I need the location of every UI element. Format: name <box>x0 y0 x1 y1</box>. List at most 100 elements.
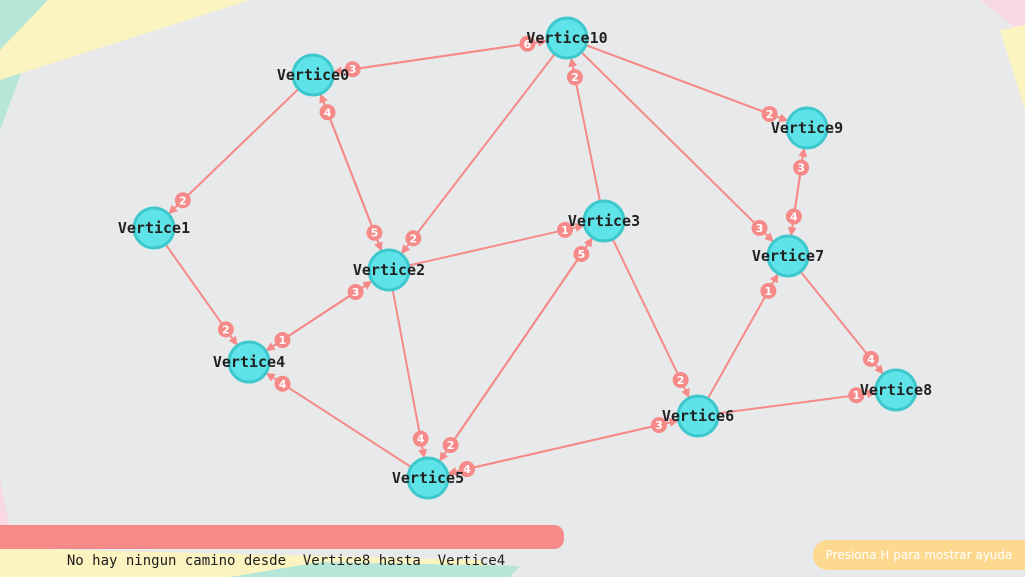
edge-v2-v0 <box>319 93 383 252</box>
edge-weight-badge: 4 <box>319 104 336 121</box>
weight-badge-circle <box>217 321 234 338</box>
edge-weight-badge: 3 <box>347 283 364 300</box>
vertex-label: Vertice7 <box>752 247 824 265</box>
vertex-label: Vertice9 <box>771 119 843 137</box>
weight-badge-circle <box>274 332 291 349</box>
help-hint: Presiona H para mostrar ayuda <box>813 540 1025 570</box>
weight-badge-circle <box>573 246 590 263</box>
vertex-v1[interactable]: Vertice1 <box>118 206 190 250</box>
vertex-v5[interactable]: Vertice5 <box>392 456 464 500</box>
edge-v10-v7 <box>580 51 775 243</box>
weight-badge-circle <box>344 61 361 78</box>
weight-badge-circle <box>319 104 336 121</box>
edge-weight-label: 3 <box>756 222 764 235</box>
edge-weight-label: 1 <box>279 334 287 347</box>
edge-weight-badge: 5 <box>366 224 383 241</box>
edge-weight-badge: 5 <box>573 246 590 263</box>
edge-weight-badge: 2 <box>672 371 689 388</box>
edge-weight-badge: 2 <box>761 105 778 122</box>
weight-badge-circle <box>519 35 536 52</box>
weight-badge-circle <box>862 350 879 367</box>
vertex-v6[interactable]: Vertice6 <box>662 394 734 438</box>
edge-v10-v2 <box>400 53 556 255</box>
weight-badge-circle <box>458 461 475 478</box>
edge-weight-label: 4 <box>324 106 332 119</box>
vertex-v4[interactable]: Vertice4 <box>213 340 285 384</box>
vertex-label: Vertice1 <box>118 219 190 237</box>
vertex-circle[interactable] <box>132 206 176 250</box>
edge-weight-label: 5 <box>371 227 379 240</box>
edge-weight-badge: 3 <box>793 159 810 176</box>
vertex-circle[interactable] <box>291 53 335 97</box>
edge-weight-label: 4 <box>417 433 425 446</box>
edge-weight-label: 3 <box>352 286 360 299</box>
edge-v10-v0 <box>332 39 548 76</box>
edge-weight-label: 5 <box>578 248 586 261</box>
vertex-v7[interactable]: Vertice7 <box>752 234 824 278</box>
weight-badge-circle <box>761 105 778 122</box>
edge-v3-v5 <box>438 236 594 463</box>
weight-badge-circle <box>785 208 802 225</box>
weight-badge-circle <box>557 221 574 238</box>
edge-weight-badge: 3 <box>751 219 768 236</box>
edge-v5-v4 <box>265 372 412 468</box>
weight-badge-circle <box>751 219 768 236</box>
vertex-circle[interactable] <box>766 234 810 278</box>
edge-weight-badge: 4 <box>458 461 475 478</box>
edge-weight-label: 2 <box>447 439 455 452</box>
vertex-label: Vertice8 <box>860 381 932 399</box>
vertex-v3[interactable]: Vertice3 <box>568 199 640 243</box>
weight-badge-circle <box>442 436 459 453</box>
vertex-circle[interactable] <box>367 248 411 292</box>
edge-v10-v9 <box>585 44 789 123</box>
edge-weight-label: 3 <box>655 419 663 432</box>
edge-weight-label: 2 <box>677 374 685 387</box>
edge-weight-label: 1 <box>561 224 569 237</box>
vertex-label: Vertice4 <box>213 353 285 371</box>
weight-badge-circle <box>347 283 364 300</box>
help-hint-text: Presiona H para mostrar ayuda <box>825 548 1013 562</box>
edge-weight-badge: 4 <box>862 350 879 367</box>
edge-weight-label: 2 <box>222 323 230 336</box>
vertex-v0[interactable]: Vertice0 <box>277 53 349 97</box>
status-bar: No hay ningun camino desde Vertice8 hast… <box>0 525 564 569</box>
vertex-label: Vertice6 <box>662 407 734 425</box>
vertex-circle[interactable] <box>676 394 720 438</box>
vertex-circle[interactable] <box>582 199 626 243</box>
edge-weight-label: 3 <box>349 63 357 76</box>
vertex-label: Vertice5 <box>392 469 464 487</box>
edge-weight-badge: 2 <box>217 321 234 338</box>
vertex-circle[interactable] <box>545 16 589 60</box>
weight-badge-circle <box>848 387 865 404</box>
edge-v0-v1 <box>167 88 300 215</box>
edge-weight-badge: 4 <box>785 208 802 225</box>
edge-weight-label: 2 <box>179 194 187 207</box>
edge-weight-label: 4 <box>463 463 471 476</box>
weight-badge-circle <box>274 375 291 392</box>
edge-weight-badge: 1 <box>848 387 865 404</box>
vertex-circle[interactable] <box>227 340 271 384</box>
weight-badge-circle <box>672 371 689 388</box>
edge-weight-badge: 3 <box>344 61 361 78</box>
vertex-v8[interactable]: Vertice8 <box>860 368 932 412</box>
edge-weight-badge: 4 <box>412 430 429 447</box>
edge-weight-badge: 2 <box>566 69 583 86</box>
vertex-v2[interactable]: Vertice2 <box>353 248 425 292</box>
edge-weight-label: 4 <box>279 378 287 391</box>
vertex-circle[interactable] <box>785 106 829 150</box>
edge-weight-label: 4 <box>790 210 798 223</box>
edge-weight-badge: 3 <box>651 416 668 433</box>
vertex-v10[interactable]: Vertice10 <box>526 16 608 60</box>
weight-badge-circle <box>405 230 422 247</box>
vertex-v9[interactable]: Vertice9 <box>771 106 843 150</box>
vertex-circle[interactable] <box>874 368 918 412</box>
edges-layer <box>164 37 885 476</box>
edge-weight-label: 2 <box>571 71 579 84</box>
weight-badge-circle <box>366 224 383 241</box>
vertex-circle[interactable] <box>406 456 450 500</box>
edge-weight-label: 2 <box>410 232 418 245</box>
edge-weight-label: 4 <box>867 353 875 366</box>
